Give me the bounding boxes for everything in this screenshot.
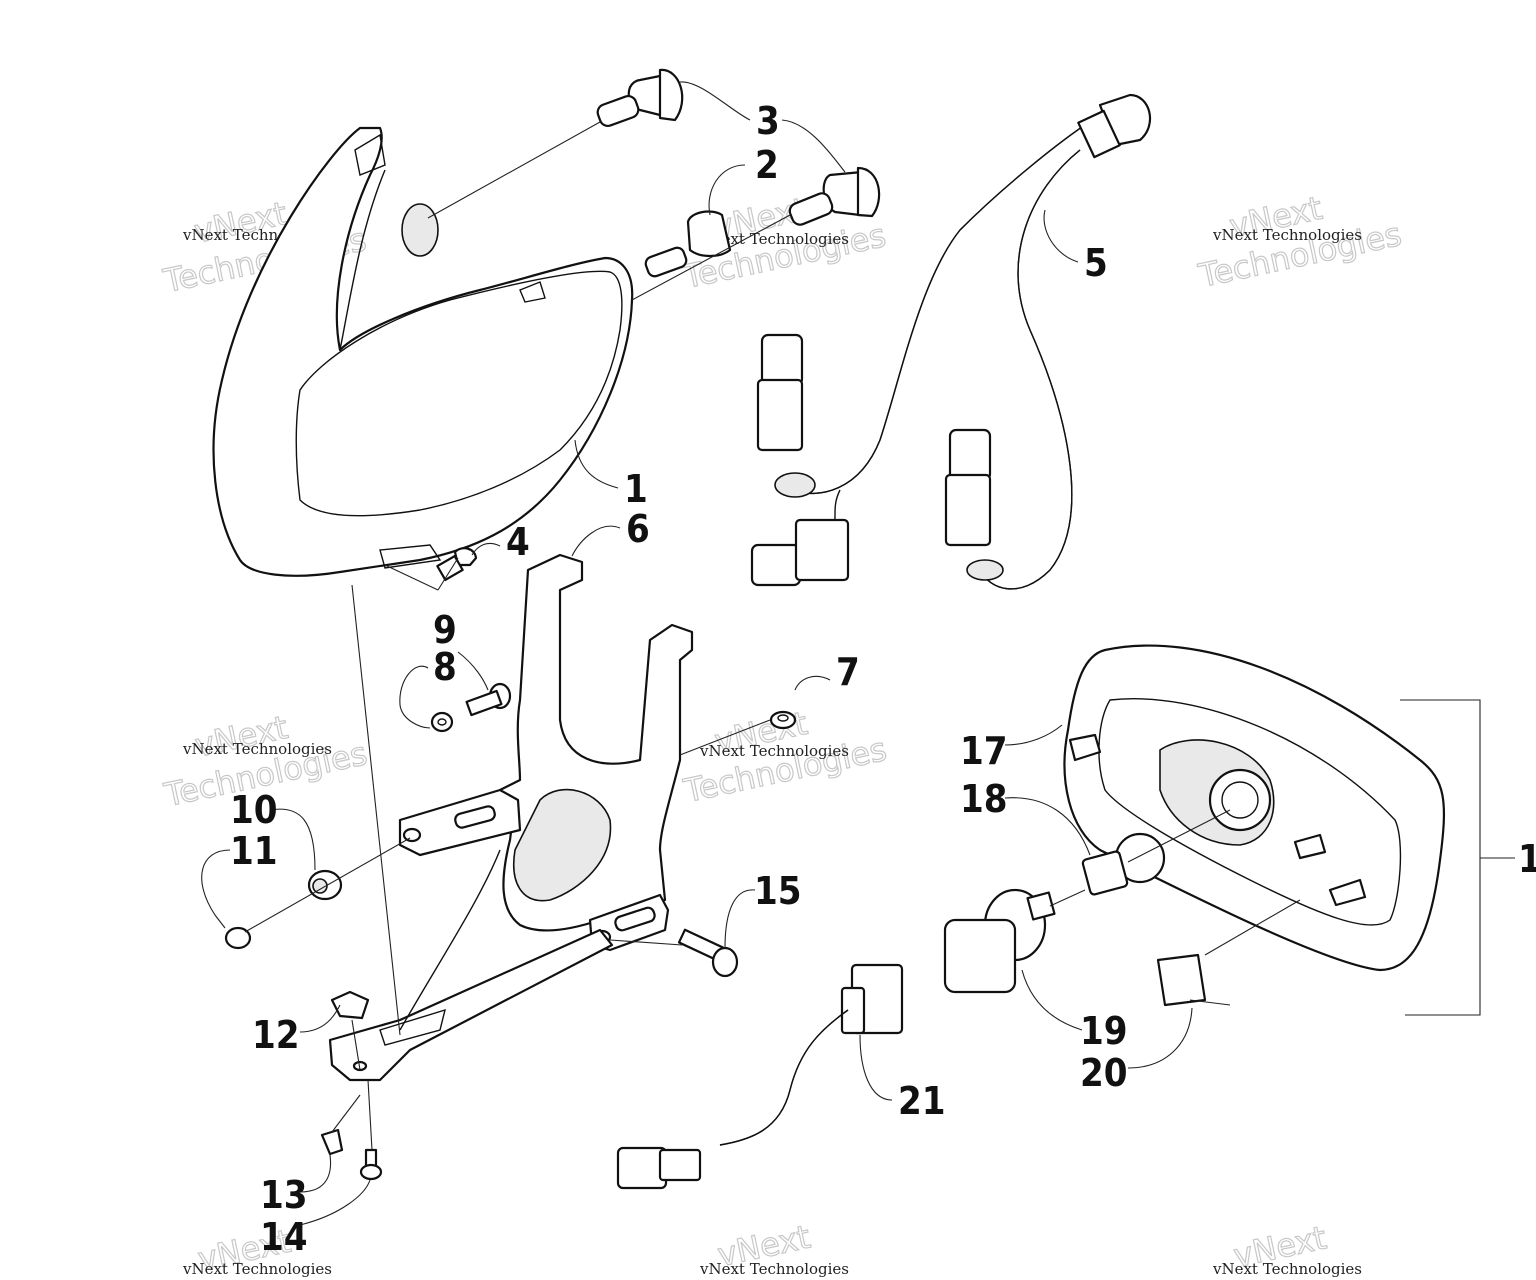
bulb-2-and-3-lower — [631, 166, 881, 301]
mounting-bracket — [328, 553, 694, 1082]
taillight-assembly — [1063, 644, 1515, 1016]
callout-labels: 3 2 5 1 4 6 7 9 8 10 11 12 13 14 15 17 1… — [230, 99, 1536, 1259]
callout-14: 14 — [260, 1215, 308, 1259]
callout-1-taillight: 1 — [1518, 837, 1536, 881]
screw-14 — [331, 1019, 383, 1181]
screw-11 — [224, 837, 411, 950]
callout-3: 3 — [756, 99, 780, 143]
lens-20 — [1156, 899, 1301, 1007]
callout-15: 15 — [754, 869, 802, 913]
wiring-harness — [750, 93, 1151, 590]
clip-12 — [330, 990, 370, 1020]
callout-17: 17 — [960, 729, 1008, 773]
callout-21: 21 — [898, 1079, 946, 1123]
clip-13 — [320, 1128, 344, 1156]
screw-15 — [609, 928, 739, 978]
callout-6: 6 — [626, 507, 650, 551]
watermark-text: vNext Technologies — [699, 742, 849, 760]
callout-20: 20 — [1080, 1051, 1128, 1095]
nut-7 — [679, 710, 797, 756]
callout-leaders — [201, 81, 1193, 1226]
callout-9: 9 — [433, 608, 457, 652]
watermark-text: vNext Technologies — [182, 1260, 332, 1278]
headlight-housing — [212, 126, 634, 577]
socket-19 — [943, 888, 1086, 994]
callout-4: 4 — [506, 520, 530, 564]
callout-18: 18 — [960, 777, 1008, 821]
watermark-text: vNext Technologies — [1212, 226, 1362, 244]
callout-8: 8 — [433, 645, 457, 689]
callout-11: 11 — [230, 829, 278, 873]
callout-13: 13 — [260, 1173, 308, 1217]
callout-10: 10 — [230, 788, 278, 832]
washer-9 — [430, 711, 454, 733]
callout-2: 2 — [755, 143, 779, 187]
callout-1-headlight: 1 — [624, 467, 648, 511]
watermark-text: vNext Technologies — [1212, 1260, 1362, 1278]
watermark-text: vNext Technologies — [182, 740, 332, 758]
callout-12: 12 — [252, 1013, 300, 1057]
taillight-harness — [616, 963, 904, 1190]
callout-5: 5 — [1084, 241, 1108, 285]
bulb-3-upper — [427, 68, 684, 219]
screw-8 — [465, 682, 512, 717]
grommet-10 — [307, 869, 343, 901]
callout-19: 19 — [1080, 1009, 1128, 1053]
callout-7: 7 — [836, 650, 860, 694]
watermark-text: vNext Technologies — [699, 1260, 849, 1278]
bulb-18 — [1081, 809, 1231, 896]
screw-4 — [384, 547, 478, 591]
